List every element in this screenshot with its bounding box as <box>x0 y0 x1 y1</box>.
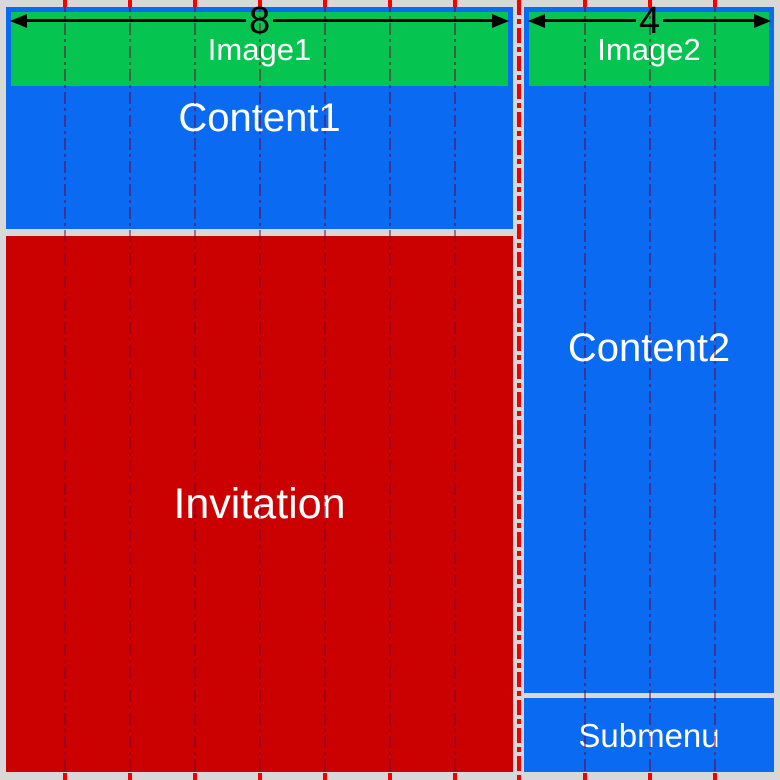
right-column-span-label: 4 <box>638 0 661 42</box>
grid-tick <box>323 0 327 7</box>
grid-tick <box>388 773 392 780</box>
arrowhead-right-icon <box>754 13 772 28</box>
submenu-label: Submenu <box>578 716 720 754</box>
grid-line <box>389 0 391 780</box>
grid-tick <box>453 773 457 780</box>
column-divider-line <box>517 0 521 780</box>
left-column-span-label: 8 <box>248 0 271 42</box>
grid-tick <box>63 773 67 780</box>
grid-tick <box>713 0 717 7</box>
grid-line <box>194 0 196 780</box>
grid-line <box>649 0 651 780</box>
grid-tick <box>648 773 652 780</box>
grid-line <box>259 0 261 780</box>
grid-tick <box>193 0 197 7</box>
dimension-arrow-right-column: 4 <box>528 0 772 42</box>
grid-tick <box>583 773 587 780</box>
grid-tick <box>583 0 587 7</box>
grid-tick <box>128 0 132 7</box>
grid-line <box>584 0 586 780</box>
arrowhead-left-icon <box>10 13 27 28</box>
grid-tick <box>323 773 327 780</box>
grid-tick <box>63 0 67 7</box>
grid-tick <box>258 0 262 7</box>
grid-tick <box>128 773 132 780</box>
grid-tick <box>258 773 262 780</box>
grid-line <box>714 0 716 780</box>
grid-tick <box>648 0 652 7</box>
grid-tick <box>193 773 197 780</box>
grid-tick <box>713 773 717 780</box>
grid-line <box>324 0 326 780</box>
dimension-arrow-left-column: 8 <box>10 0 510 42</box>
grid-line <box>129 0 131 780</box>
arrowhead-right-icon <box>492 13 510 28</box>
grid-line <box>64 0 66 780</box>
grid-tick <box>453 0 457 7</box>
arrowhead-left-icon <box>528 13 545 28</box>
grid-line <box>454 0 456 780</box>
grid-tick <box>388 0 392 7</box>
